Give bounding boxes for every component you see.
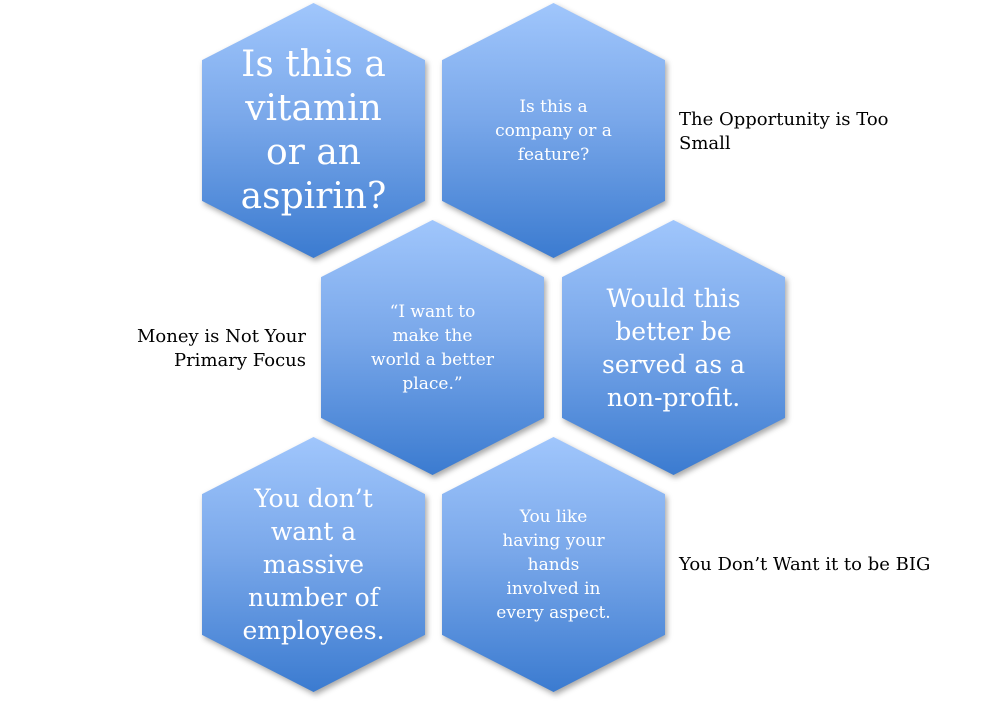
label-line: Primary Focus bbox=[173, 350, 306, 371]
label-dont-want-big: You Don’t Want it to be BIG bbox=[679, 553, 930, 577]
hex-text-line: Would this bbox=[606, 283, 741, 313]
hex-text-line: world a better bbox=[371, 349, 494, 370]
label-line: You Don’t Want it to be BIG bbox=[679, 554, 931, 575]
hex-text-line: employees. bbox=[242, 616, 385, 645]
hexagon-company-or-feature: Is this a company or a feature? bbox=[442, 3, 665, 258]
hex-text-line: place.” bbox=[402, 373, 463, 394]
hex-text-line: You don’t bbox=[254, 484, 373, 513]
hex-text-line: make the bbox=[392, 325, 473, 346]
hexagon-better-place: “I want to make the world a better place… bbox=[321, 220, 544, 475]
hex-text-line: hands bbox=[527, 554, 580, 575]
hex-text-line: vitamin bbox=[245, 87, 382, 129]
hex-text-line: or an bbox=[266, 131, 361, 173]
hex-text-line: every aspect. bbox=[496, 602, 611, 623]
label-money-not-focus: Money is Not Your Primary Focus bbox=[137, 325, 306, 373]
hex-text-line: non-profit. bbox=[606, 382, 741, 412]
hex-text-line: number of bbox=[248, 583, 379, 612]
hexagon-non-profit: Would this better be served as a non-pro… bbox=[562, 220, 785, 475]
label-line: Money is Not Your bbox=[136, 326, 306, 347]
label-opportunity-too-small: The Opportunity is Too Small bbox=[679, 108, 889, 156]
hexagon-hands-involved: You like having your hands involved in e… bbox=[442, 437, 665, 692]
hex-text-line: involved in bbox=[506, 578, 601, 599]
hex-text-line: Is this a bbox=[519, 96, 588, 117]
hex-text-line: served as a bbox=[601, 349, 746, 379]
hex-text-line: having your bbox=[502, 530, 605, 551]
hex-text-line: Is this a bbox=[241, 43, 386, 85]
hex-text-line: better be bbox=[615, 316, 732, 346]
hex-text-line: company or a bbox=[495, 120, 612, 141]
hex-text-line: want a bbox=[270, 517, 357, 546]
hex-text-line: “I want to bbox=[389, 301, 476, 322]
hexagon-employees: You don’t want a massive number of emplo… bbox=[202, 437, 425, 692]
label-line: The Opportunity is Too bbox=[679, 109, 889, 130]
hexagon-vitamin-or-aspirin: Is this a vitamin or an aspirin? bbox=[202, 3, 425, 258]
hex-text-line: You like bbox=[519, 506, 588, 527]
hex-text-line: aspirin? bbox=[240, 175, 387, 217]
label-line: Small bbox=[679, 133, 731, 154]
hex-text-line: massive bbox=[262, 550, 365, 579]
hex-text-line: feature? bbox=[517, 144, 590, 165]
